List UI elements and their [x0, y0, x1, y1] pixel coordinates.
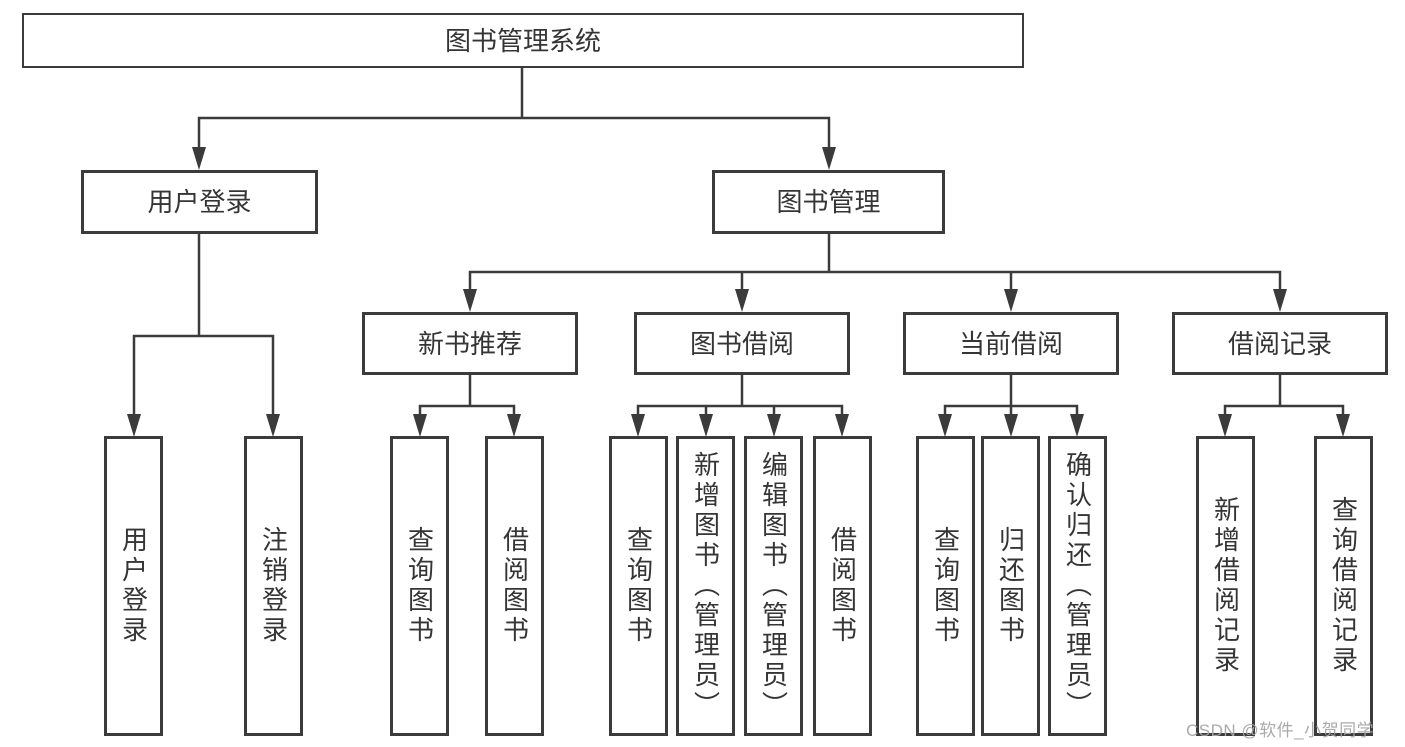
node-label: 归还图书 [995, 526, 1026, 646]
node-label: 用户登录 [118, 526, 149, 646]
node-label: 新增图书（管理员） [690, 451, 721, 721]
node-label: 查询图书 [404, 526, 435, 646]
arrowhead [735, 289, 749, 312]
node-current-borrowing: 当前借阅 [903, 312, 1119, 375]
arrowhead [1070, 414, 1084, 437]
arrowhead [1273, 289, 1287, 312]
node-borrowing-records: 借阅记录 [1172, 312, 1388, 375]
node-book-management: 图书管理 [712, 170, 945, 234]
node-label: 图书管理系统 [444, 25, 601, 56]
leaf-add-borrow-record: 新增借阅记录 [1196, 436, 1255, 736]
node-label: 借阅图书 [827, 526, 858, 646]
arrowhead [767, 414, 781, 437]
leaf-add-book-admin: 新增图书（管理员） [676, 436, 735, 736]
leaf-confirm-return-admin: 确认归还（管理员） [1048, 436, 1107, 736]
leaf-query-books-current: 查询图书 [916, 436, 975, 736]
node-label: 用户登录 [147, 187, 252, 217]
arrowhead [835, 414, 849, 437]
node-book-borrowing: 图书借阅 [634, 312, 850, 375]
node-label: 查询图书 [930, 526, 961, 646]
arrowhead [507, 414, 521, 437]
node-label: 图书借阅 [689, 328, 794, 359]
leaf-query-books-recommend: 查询图书 [390, 436, 449, 736]
arrowhead [699, 414, 713, 437]
node-new-book-recommendation: 新书推荐 [362, 312, 578, 375]
leaf-query-borrow-record: 查询借阅记录 [1314, 436, 1373, 736]
node-label: 借阅图书 [499, 526, 530, 646]
node-label: 注销登录 [258, 526, 289, 646]
arrowheads-group [127, 147, 1350, 437]
csdn-watermark: CSDN @软件_小贺同学 [1186, 721, 1375, 740]
arrowhead [1004, 414, 1018, 437]
arrowhead [1336, 414, 1350, 437]
arrowhead [463, 289, 477, 312]
leaf-borrow-books: 借阅图书 [813, 436, 872, 736]
node-label: 查询图书 [623, 526, 654, 646]
node-label: 图书管理 [776, 187, 881, 217]
arrowhead [822, 147, 836, 170]
connector-stems-rails [132, 66, 1345, 422]
node-label: 编辑图书（管理员） [758, 451, 789, 721]
arrowhead [938, 414, 952, 437]
leaf-logout: 注销登录 [244, 436, 303, 736]
node-label: 新增借阅记录 [1210, 496, 1241, 676]
leaf-query-books-borrow: 查询图书 [609, 436, 668, 736]
arrowhead [127, 414, 141, 437]
connector-group [132, 66, 1345, 422]
node-label: 新书推荐 [417, 328, 522, 359]
leaf-edit-book-admin: 编辑图书（管理员） [744, 436, 803, 736]
node-library-management-system: 图书管理系统 [22, 13, 1024, 68]
arrowhead [631, 414, 645, 437]
arrowhead [266, 414, 280, 437]
arrowhead [413, 414, 427, 437]
leaf-borrow-books-recommend: 借阅图书 [485, 436, 544, 736]
node-user-login: 用户登录 [81, 170, 318, 234]
node-label: 查询借阅记录 [1328, 496, 1359, 676]
node-label: 当前借阅 [958, 328, 1063, 359]
node-label: 确认归还（管理员） [1062, 451, 1093, 721]
leaf-return-book: 归还图书 [981, 436, 1040, 736]
leaf-user-login: 用户登录 [104, 436, 163, 736]
arrowhead [1004, 289, 1018, 312]
arrowhead [1218, 414, 1232, 437]
arrowhead [192, 147, 206, 170]
node-label: 借阅记录 [1227, 328, 1332, 359]
